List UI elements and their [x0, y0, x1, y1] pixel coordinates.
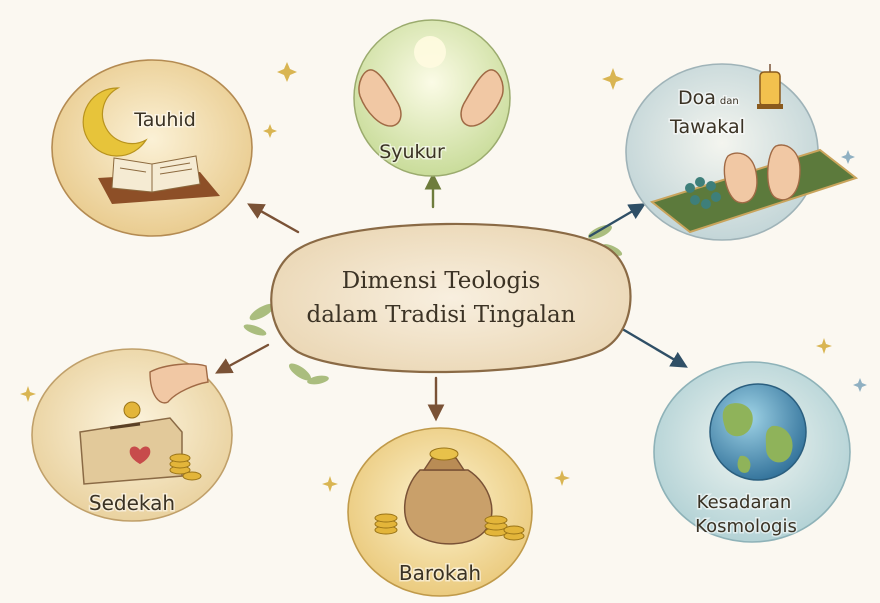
node-syukur: Syukur — [353, 19, 511, 177]
globe-icon — [709, 383, 807, 481]
coin-icon — [374, 513, 525, 541]
crescent-moon-icon — [82, 87, 148, 157]
label-barokah: Barokah — [399, 561, 481, 585]
center-title-line2: dalam Tradisi Tingalan — [306, 302, 575, 328]
center-title-line1: Dimensi Teologis — [342, 268, 541, 294]
arrows — [215, 172, 688, 422]
giving-hand-icon — [149, 363, 209, 404]
arrow-to-tauhid — [247, 203, 300, 234]
sparkle-icon — [20, 62, 832, 492]
label-doa-small: dan — [720, 96, 739, 107]
arrow-to-doa — [588, 203, 646, 238]
open-book-icon — [98, 155, 220, 204]
node-barokah: Barokah — [347, 427, 533, 597]
label-syukur: Syukur — [379, 141, 445, 163]
prayer-beads-icon — [685, 177, 721, 209]
arrow-to-kesadaran — [622, 328, 688, 368]
donation-box-icon — [79, 417, 183, 485]
lantern-icon — [757, 64, 783, 109]
sparkle-icon — [841, 150, 867, 392]
node-kesadaran-kosmologis: Kesadaran Kosmologis — [653, 361, 851, 543]
heart-icon — [129, 446, 151, 464]
label-tauhid: Tauhid — [133, 109, 196, 131]
label-doa-main: Doa — [678, 87, 716, 109]
money-bag-icon — [404, 447, 493, 545]
open-palms-icon — [723, 144, 801, 204]
label-sedekah: Sedekah — [89, 491, 175, 515]
label-tawakal: Tawakal — [669, 116, 745, 138]
light-glow-icon — [414, 36, 446, 68]
label-kesadaran: Kesadaran — [697, 492, 792, 513]
arrow-to-sedekah — [215, 343, 270, 374]
node-sedekah: Sedekah — [31, 348, 233, 522]
coin-icon — [123, 401, 202, 481]
label-kosmologis: Kosmologis — [695, 516, 797, 537]
center-node: Dimensi Teologis dalam Tradisi Tingalan — [270, 222, 632, 374]
praying-hands-icon — [358, 69, 504, 127]
node-tauhid: Tauhid — [51, 59, 253, 237]
